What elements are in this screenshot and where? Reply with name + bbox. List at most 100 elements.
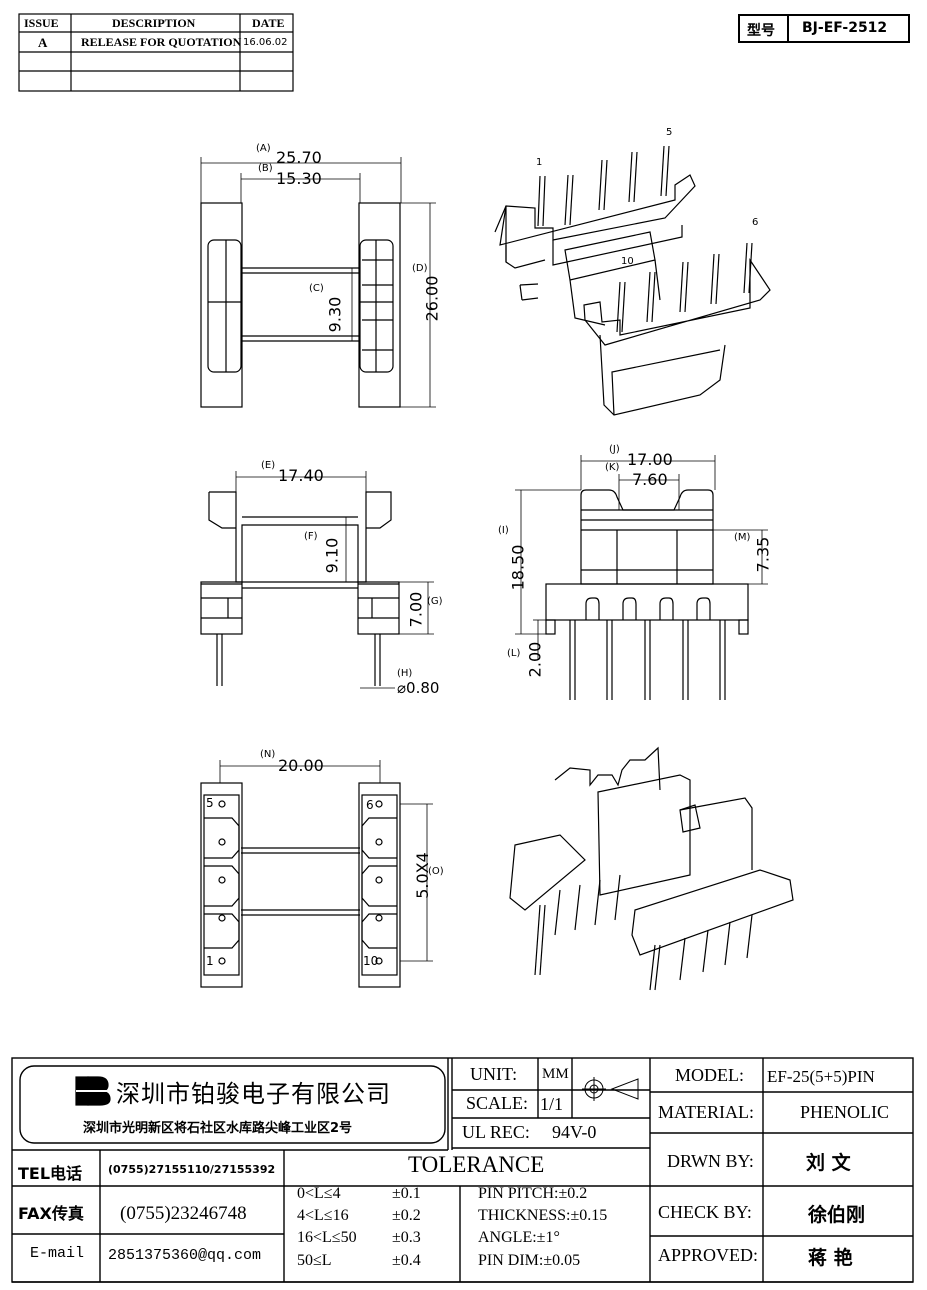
front-view xyxy=(200,491,400,686)
table-header-date: DATE xyxy=(252,16,285,30)
dim-o-value: 5.0X4 xyxy=(412,852,432,899)
bottom-pin-5: 5 xyxy=(206,796,214,810)
dim-j-tag: (J) xyxy=(609,444,620,455)
dim-f-value: 9.10 xyxy=(322,537,342,574)
projection-symbol xyxy=(582,1077,639,1101)
model-box-frame xyxy=(738,14,910,43)
pin-label-5: 5 xyxy=(666,127,673,138)
bottom-pin-10: 10 xyxy=(363,954,379,968)
pin-dim-tolerance: PIN DIM:±0.05 xyxy=(478,1252,581,1269)
email-label: E-mail xyxy=(30,1245,85,1262)
tolerance-range-1: 4<L≤16 xyxy=(297,1207,349,1224)
fax-label: FAX传真 xyxy=(18,1204,84,1223)
table-header-issue: ISSUE xyxy=(24,16,59,30)
company-name: 深圳市铂骏电子有限公司 xyxy=(116,1080,391,1108)
front-view-dimensions xyxy=(235,471,434,689)
bottom-view xyxy=(200,782,401,988)
dim-d-tag: (D) xyxy=(412,263,428,274)
ul-value: 94V-0 xyxy=(552,1122,597,1142)
dim-l-value: 2.00 xyxy=(525,641,545,678)
model-value: EF-25(5+5)PIN xyxy=(767,1067,875,1086)
pin-pitch-tolerance: PIN PITCH:±0.2 xyxy=(478,1185,588,1202)
company-address: 深圳市光明新区将石社区水库路尖峰工业区2号 xyxy=(83,1121,353,1136)
company-logo xyxy=(75,1076,111,1106)
isometric-view-top xyxy=(494,145,771,416)
dim-h-tag: (H) xyxy=(397,668,413,679)
pin-label-1: 1 xyxy=(536,157,543,168)
scale-label: SCALE: xyxy=(466,1093,529,1113)
dim-b-value: 15.30 xyxy=(276,169,322,188)
dim-n-tag: (N) xyxy=(260,749,276,760)
material-value: PHENOLIC xyxy=(800,1102,889,1122)
drawn-value: 刘 文 xyxy=(806,1152,851,1174)
tolerance-range-3: 50≤L xyxy=(297,1252,332,1269)
tolerance-value-0: ±0.1 xyxy=(392,1185,421,1202)
dim-m-value: 7.35 xyxy=(753,536,773,573)
revision-table-grid xyxy=(18,13,294,92)
dim-g-tag: (G) xyxy=(427,596,443,607)
dim-c-value: 9.30 xyxy=(325,296,345,333)
dim-e-value: 17.40 xyxy=(278,466,324,485)
drawn-label: DRWN BY: xyxy=(667,1151,754,1171)
pin-label-10: 10 xyxy=(621,256,634,267)
dim-m-tag: (M) xyxy=(734,532,751,543)
title-block-grid xyxy=(11,1057,914,1283)
dim-i-value: 18.50 xyxy=(508,544,528,591)
fax-value: (0755)23246748 xyxy=(120,1203,247,1224)
tolerance-value-3: ±0.4 xyxy=(392,1252,421,1269)
tel-value: (0755)27155110/27155392 xyxy=(108,1163,276,1176)
bottom-view-dimensions xyxy=(219,760,433,962)
dim-f-tag: (F) xyxy=(304,531,318,542)
model-box-value: BJ-EF-2512 xyxy=(802,20,888,36)
unit-label: UNIT: xyxy=(470,1064,518,1084)
isometric-view-bottom xyxy=(509,746,794,991)
dim-c-tag: (C) xyxy=(309,283,324,294)
ul-label: UL REC: xyxy=(462,1122,530,1142)
dim-a-tag: (A) xyxy=(256,143,271,154)
tolerance-range-0: 0<L≤4 xyxy=(297,1185,341,1202)
email-value: 2851375360@qq.com xyxy=(108,1247,262,1264)
top-view-dimensions xyxy=(200,157,436,408)
tolerance-value-1: ±0.2 xyxy=(392,1207,421,1224)
material-label: MATERIAL: xyxy=(658,1102,754,1122)
dim-n-value: 20.00 xyxy=(278,756,324,775)
model-label: MODEL: xyxy=(675,1065,744,1085)
scale-value: 1/1 xyxy=(540,1094,564,1114)
dim-i-tag: (I) xyxy=(498,525,509,536)
angle-tolerance: ANGLE:±1° xyxy=(478,1229,560,1246)
dim-o-tag: (O) xyxy=(428,866,444,877)
tolerance-title: TOLERANCE xyxy=(408,1152,545,1177)
dim-j-value: 17.00 xyxy=(627,450,673,469)
unit-value: MM xyxy=(542,1066,569,1082)
bottom-pin-6: 6 xyxy=(366,798,374,812)
thickness-tolerance: THICKNESS:±0.15 xyxy=(478,1207,608,1224)
dim-a-value: 25.70 xyxy=(276,148,322,167)
dim-k-value: 7.60 xyxy=(632,470,668,489)
check-value: 徐伯刚 xyxy=(808,1204,866,1226)
dim-g-value: 7.00 xyxy=(406,591,426,628)
table-row-issue: A xyxy=(38,35,48,50)
tolerance-range-2: 16<L≤50 xyxy=(297,1229,357,1246)
table-row-date: 16.06.02 xyxy=(243,37,288,48)
approved-label: APPROVED: xyxy=(658,1245,759,1265)
table-header-description: DESCRIPTION xyxy=(112,16,196,30)
tel-label: TEL电话 xyxy=(18,1164,83,1183)
dim-h-value: ⌀0.80 xyxy=(397,679,440,697)
approved-value: 蒋 艳 xyxy=(808,1247,853,1269)
dim-l-tag: (L) xyxy=(507,648,521,659)
dim-e-tag: (E) xyxy=(261,460,276,471)
side-view-dimensions xyxy=(515,455,768,660)
dim-b-tag: (B) xyxy=(258,163,273,174)
dim-d-value: 26.00 xyxy=(422,275,442,322)
check-label: CHECK BY: xyxy=(658,1202,752,1222)
bottom-pin-1: 1 xyxy=(206,954,214,968)
table-row-description: RELEASE FOR QUOTATION xyxy=(81,35,242,49)
pin-label-6: 6 xyxy=(752,217,759,228)
top-view xyxy=(200,202,401,408)
tolerance-value-2: ±0.3 xyxy=(392,1229,421,1246)
dim-k-tag: (K) xyxy=(605,462,620,473)
model-box-label: 型号 xyxy=(747,23,775,39)
side-view xyxy=(545,489,749,700)
